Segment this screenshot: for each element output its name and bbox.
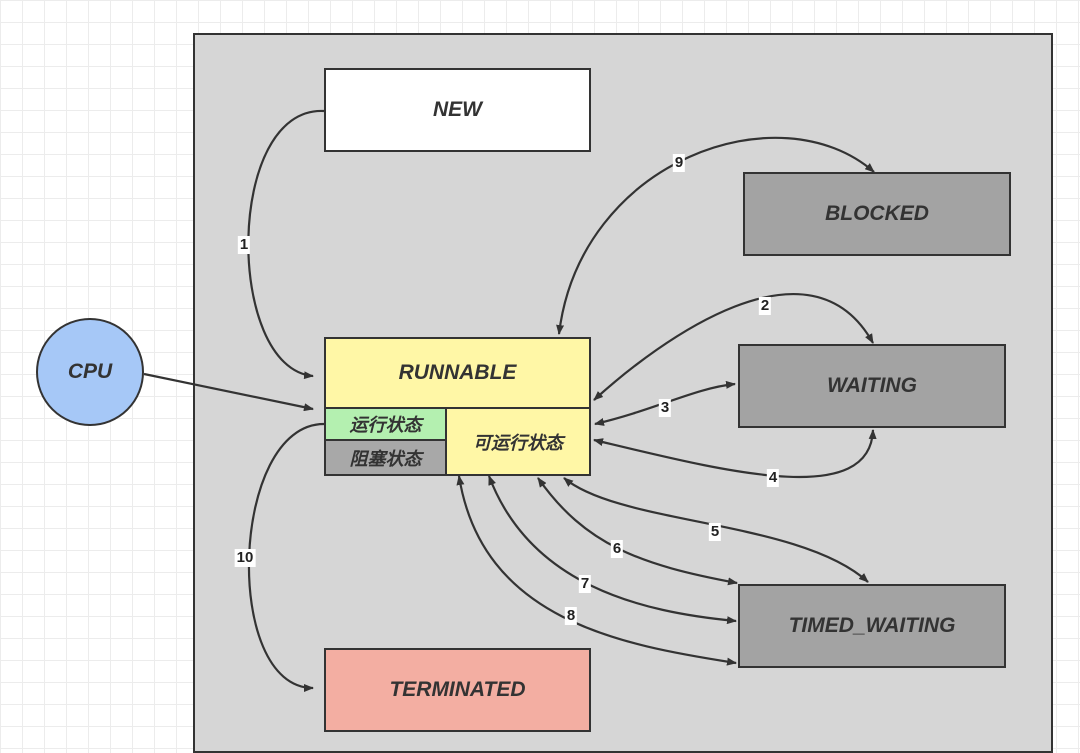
edge-label-1: 1: [237, 236, 251, 254]
edge-8-line: [456, 475, 737, 666]
state-runnable-label: RUNNABLE: [398, 361, 517, 384]
edge-label-9: 9: [672, 154, 686, 172]
substate-blocked-label: 阻塞状态: [349, 448, 422, 470]
edge-2-line: [593, 293, 874, 401]
state-timed-waiting-label: TIMED_WAITING: [788, 614, 956, 637]
edge-label-10: 10: [234, 549, 256, 567]
substate-running: 运行状态: [324, 407, 447, 441]
substate-running-label: 运行状态: [349, 415, 422, 436]
cpu-label: CPU: [67, 360, 113, 383]
state-new-label: NEW: [433, 98, 482, 121]
substate-blocked: 阻塞状态: [324, 439, 447, 476]
substate-ready-label: 可运行状态: [473, 432, 563, 454]
transition-arrows: [143, 109, 877, 692]
cpu-edge-line: [143, 372, 314, 412]
edge-label-7: 7: [578, 575, 592, 593]
edge-4-line: [593, 429, 877, 479]
edge-label-6: 6: [610, 540, 624, 558]
edge-1-line: [247, 109, 325, 380]
state-terminated-label: TERMINATED: [389, 678, 526, 701]
edge-3-line: [594, 380, 736, 426]
cpu-node: CPU: [36, 318, 144, 426]
state-timed-waiting: TIMED_WAITING: [738, 584, 1006, 668]
edge-10-line: [247, 422, 325, 692]
substate-ready: 可运行状态: [445, 407, 591, 476]
state-new: NEW: [324, 68, 591, 152]
edge-label-3: 3: [658, 399, 672, 417]
edge-6-line: [537, 477, 738, 586]
edge-label-4: 4: [766, 469, 780, 487]
edge-9-line: [556, 136, 875, 335]
edge-label-8: 8: [564, 607, 578, 625]
edge-label-2: 2: [758, 297, 772, 315]
state-runnable: RUNNABLE: [324, 337, 591, 409]
edge-label-5: 5: [708, 523, 722, 541]
